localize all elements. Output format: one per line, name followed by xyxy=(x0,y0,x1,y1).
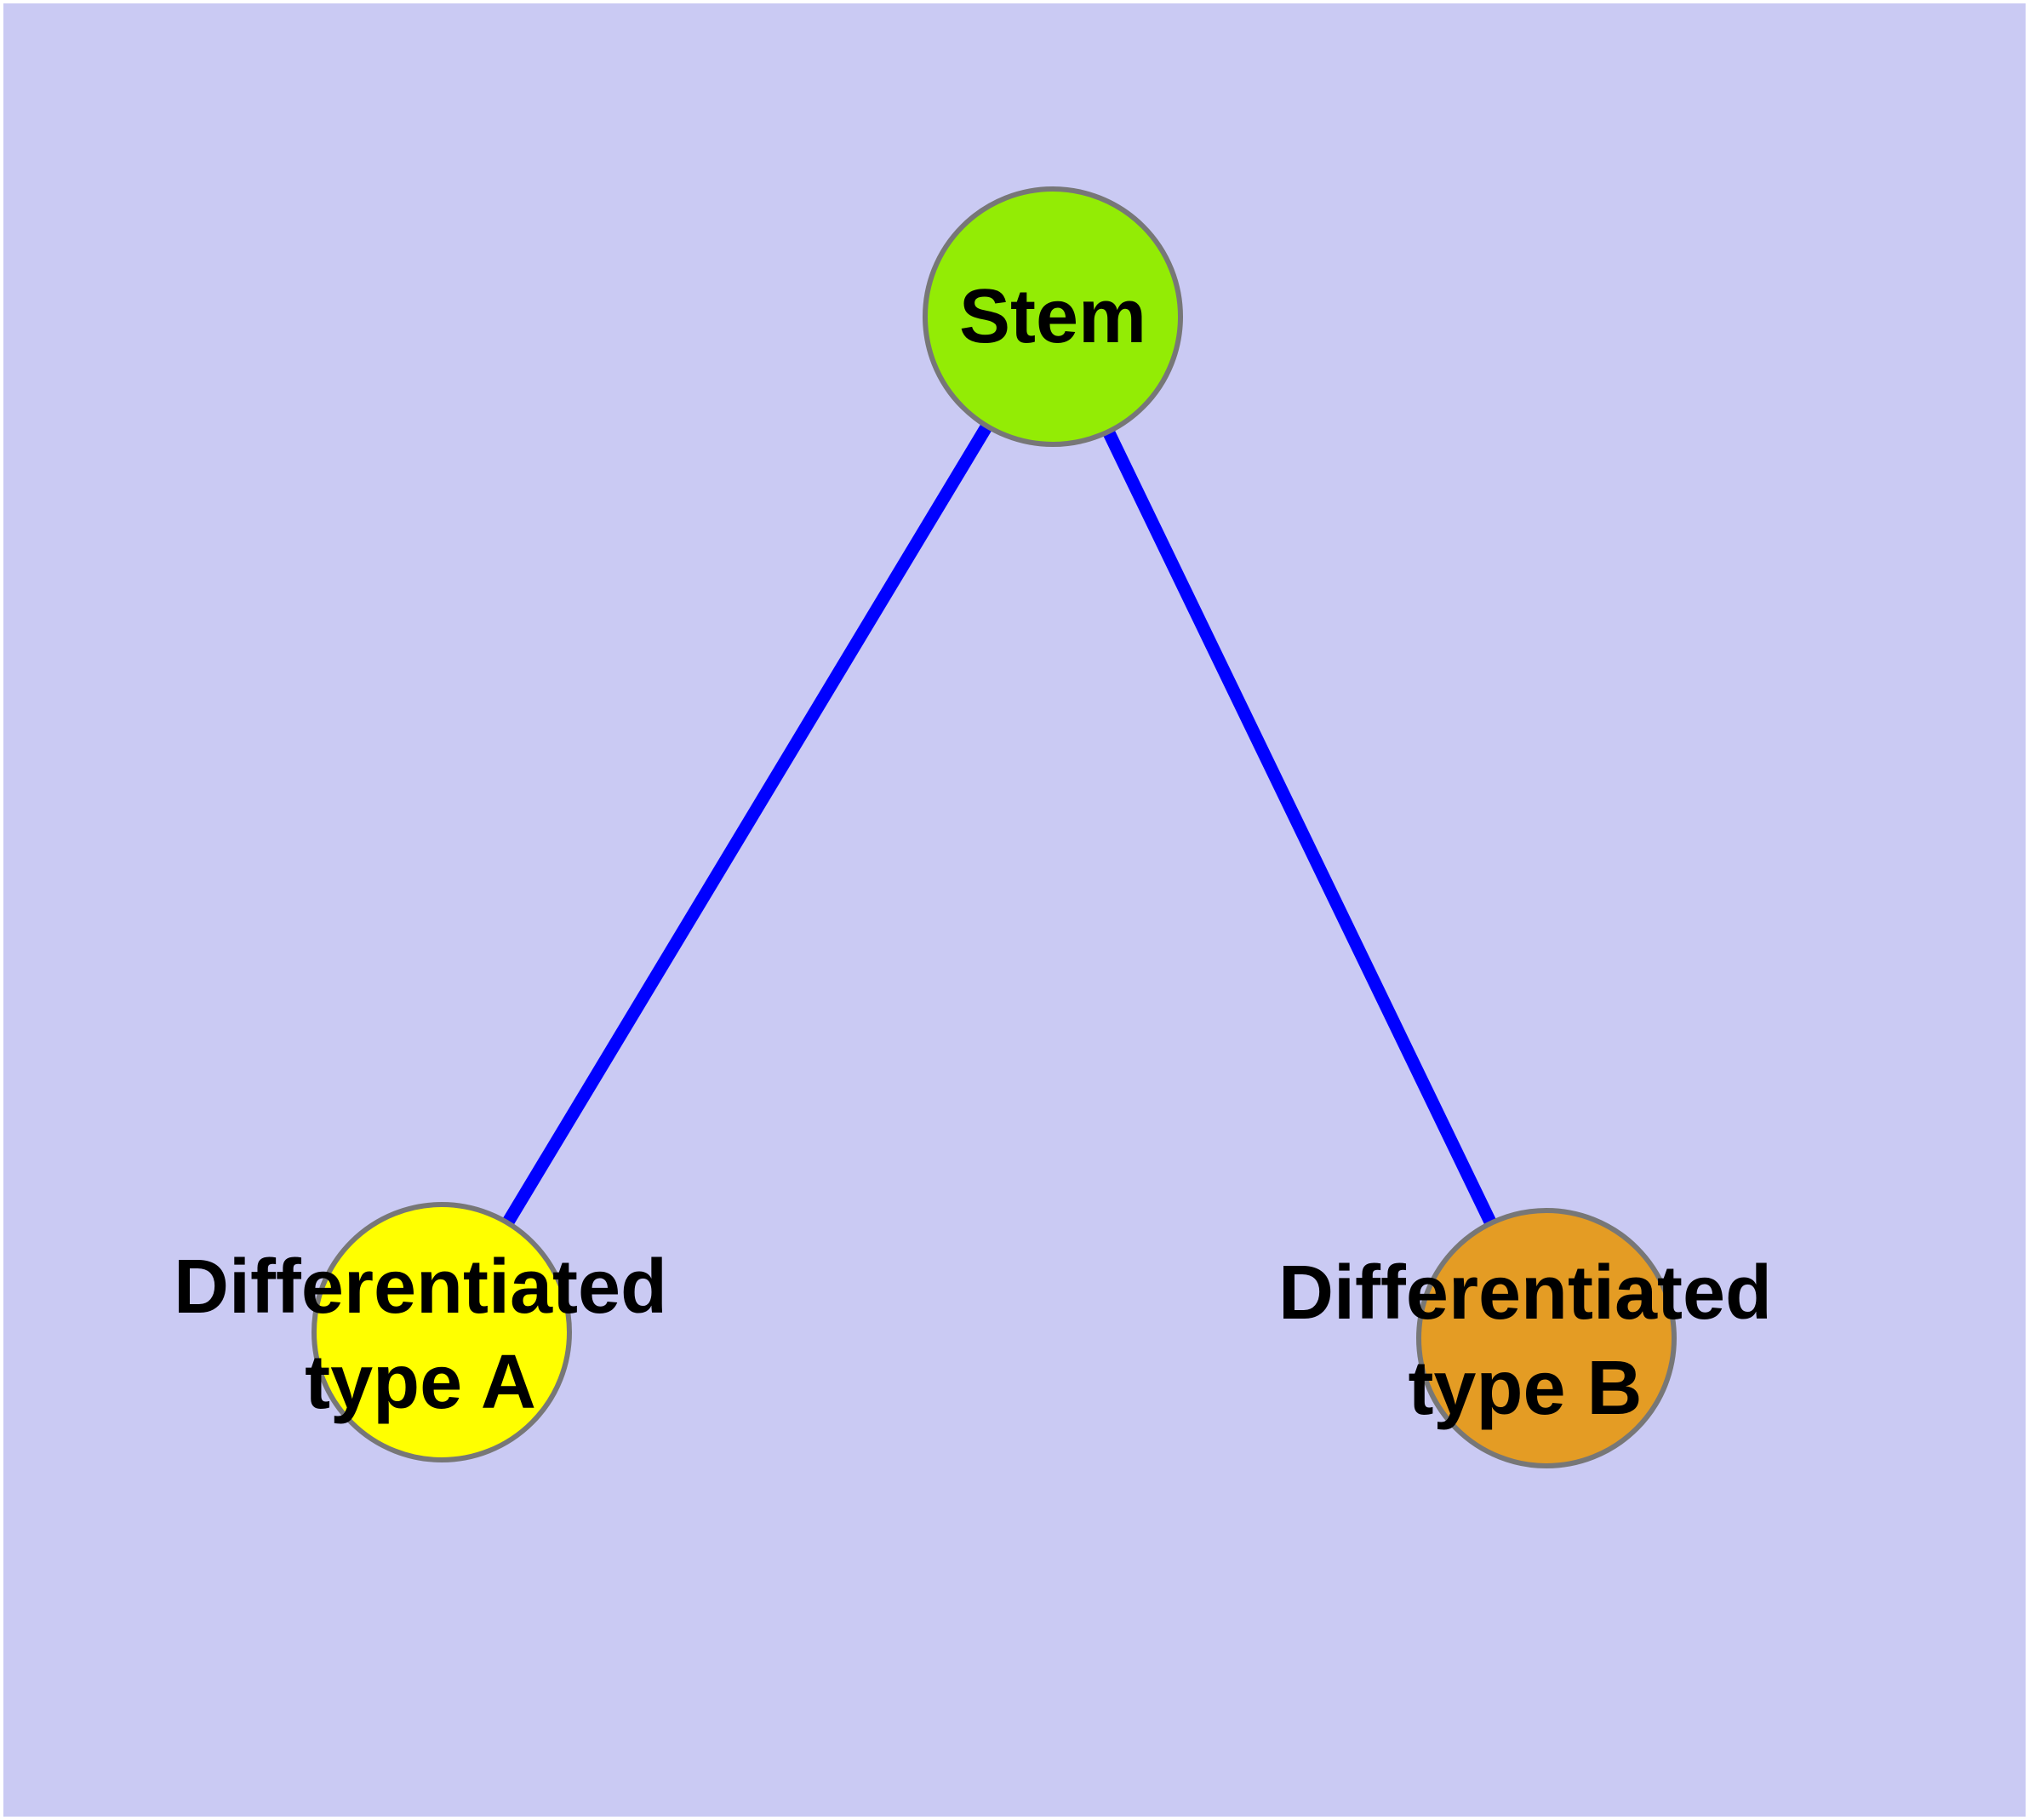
stem-node-circle xyxy=(923,186,1183,447)
edge-stem-to-type-a xyxy=(436,313,1059,1336)
type-a-node-circle xyxy=(311,1202,572,1462)
type-b-node-circle xyxy=(1416,1208,1677,1468)
edge-stem-to-type-b xyxy=(1047,313,1552,1342)
